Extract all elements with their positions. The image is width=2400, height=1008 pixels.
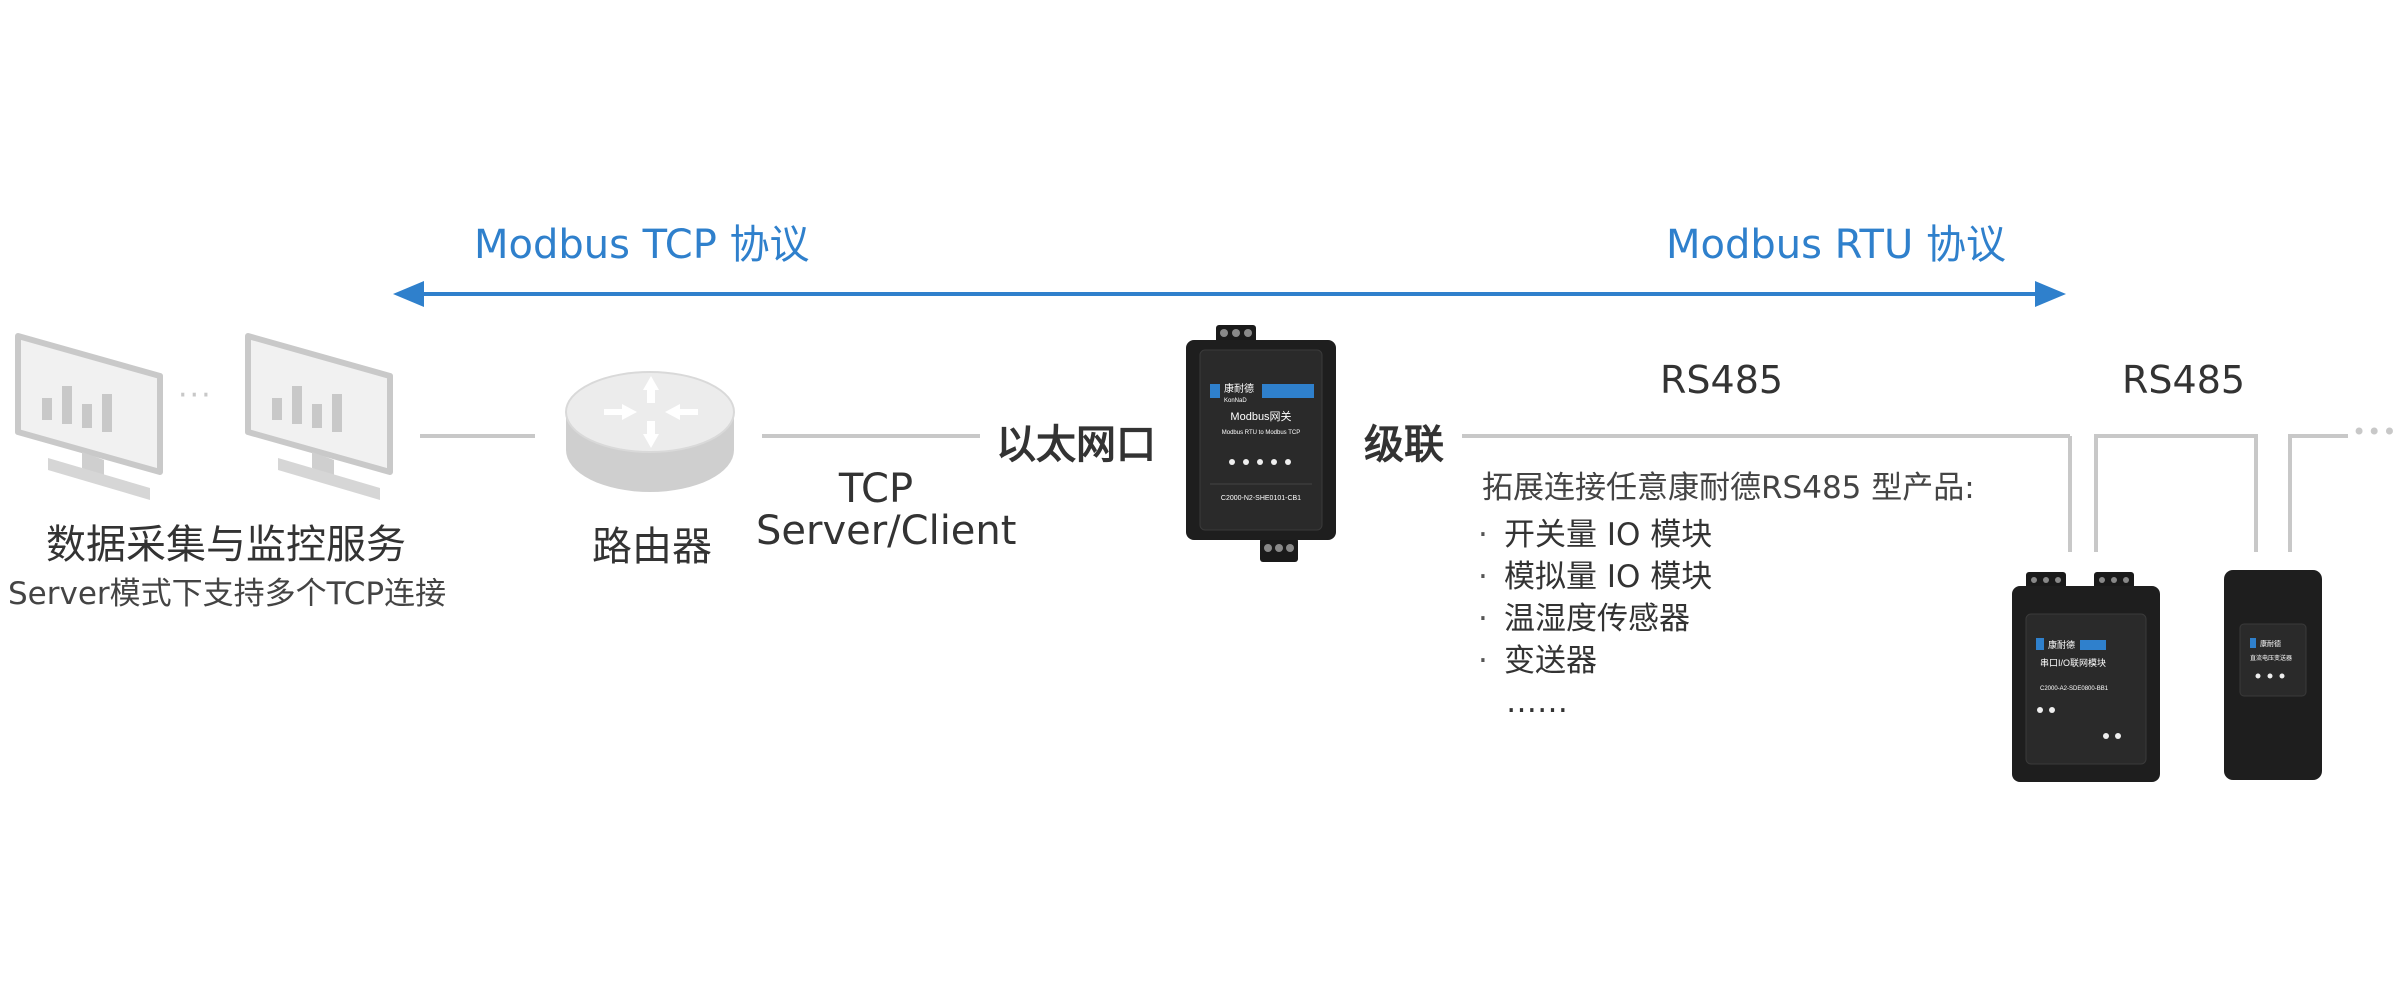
monitor-icon bbox=[15, 333, 163, 500]
tcp-mode-line1: TCP bbox=[838, 466, 914, 512]
extension-heading: 拓展连接任意康耐德RS485 型产品: bbox=[1482, 470, 1975, 506]
modbus-rtu-protocol-label: Modbus RTU 协议 bbox=[1666, 222, 2006, 268]
tcp-mode-line2: Server/Client bbox=[756, 508, 1017, 554]
extension-item: ·模拟量 IO 模块 bbox=[1478, 556, 1712, 598]
rs485-label-b: RS485 bbox=[2122, 358, 2246, 402]
transmitter-device-image: 康耐德 直流电压变送器 bbox=[2224, 570, 2322, 780]
monitor-ellipsis: ··· bbox=[178, 378, 213, 413]
io-module-title: 串口I/O联网模块 bbox=[2040, 657, 2106, 668]
monitor-group-subtitle: Server模式下支持多个TCP连接 bbox=[8, 576, 447, 612]
extension-item: ·开关量 IO 模块 bbox=[1478, 514, 1712, 556]
cascade-label: 级联 bbox=[1364, 422, 1444, 468]
bullet-icon: · bbox=[1478, 601, 1488, 637]
extension-item: ·温湿度传感器 bbox=[1478, 598, 1712, 640]
gateway-model: C2000-N2-SHE0101-CB1 bbox=[1221, 495, 1301, 502]
monitor-group-title: 数据采集与监控服务 bbox=[46, 522, 406, 568]
rs485-label-a: RS485 bbox=[1660, 358, 1784, 402]
transmitter-title: 直流电压变送器 bbox=[2250, 654, 2292, 662]
extension-list: ·开关量 IO 模块 ·模拟量 IO 模块 ·温湿度传感器 ·变送器 bbox=[1478, 514, 1712, 682]
transmitter-brand: 康耐德 bbox=[2260, 639, 2281, 648]
gateway-subtitle: Modbus RTU to Modbus TCP bbox=[1222, 430, 1300, 436]
router-label: 路由器 bbox=[592, 524, 712, 570]
extension-item: ·变送器 bbox=[1478, 640, 1712, 682]
bus-continuation-dots: ••• bbox=[2352, 418, 2398, 446]
protocol-arrow bbox=[393, 281, 2066, 307]
monitor-icon bbox=[245, 333, 393, 500]
tcp-mode-label: TCP Server/Client bbox=[756, 466, 1017, 554]
gateway-device-image: 康耐德 KonNaD Modbus网关 Modbus RTU to Modbus… bbox=[1186, 325, 1336, 562]
modbus-tcp-protocol-label: Modbus TCP 协议 bbox=[474, 222, 810, 268]
bullet-icon: · bbox=[1478, 559, 1488, 595]
gateway-title: Modbus网关 bbox=[1230, 409, 1291, 423]
router-icon bbox=[565, 371, 735, 492]
gateway-brand-en: KonNaD bbox=[1224, 398, 1247, 404]
io-module-model: C2000-A2-SDE0800-BB1 bbox=[2040, 686, 2109, 692]
bullet-icon: · bbox=[1478, 643, 1488, 679]
gateway-brand: 康耐德 bbox=[1224, 382, 1254, 395]
bullet-icon: · bbox=[1478, 517, 1488, 553]
connection-lines bbox=[420, 434, 2348, 552]
io-module-device-image: 康耐德 串口I/O联网模块 C2000-A2-SDE0800-BB1 bbox=[2012, 572, 2160, 782]
io-module-brand: 康耐德 bbox=[2048, 639, 2075, 650]
extension-more: …… bbox=[1506, 684, 1568, 720]
ethernet-port-label: 以太网口 bbox=[996, 422, 1156, 468]
